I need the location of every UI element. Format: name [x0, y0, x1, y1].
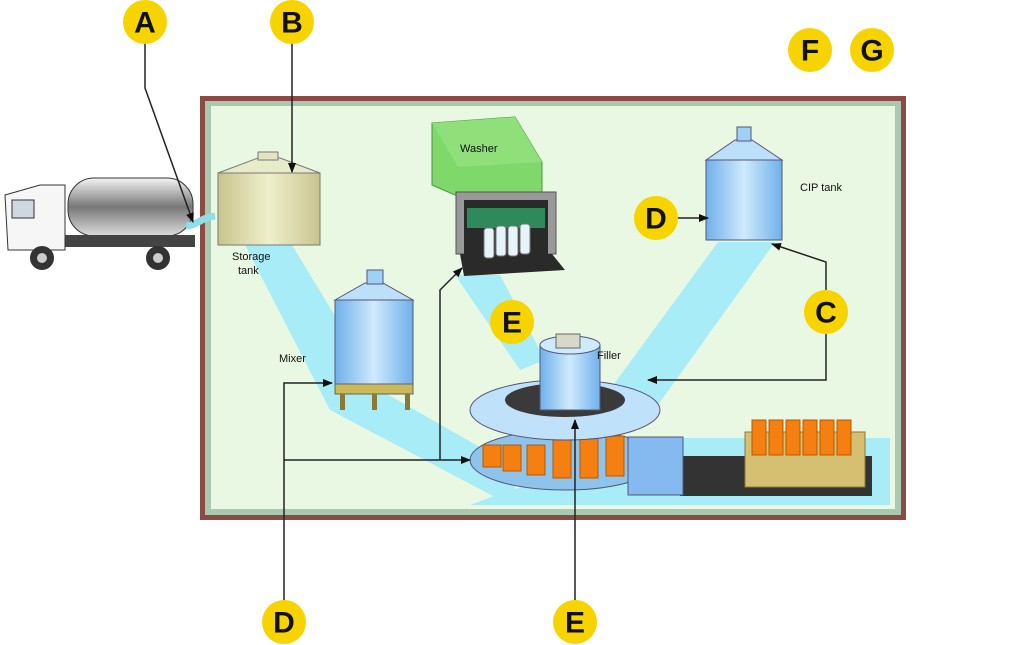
- badge-d-bottom: D: [262, 600, 306, 644]
- badge-c: C: [804, 290, 848, 334]
- badge-e-top: E: [490, 300, 534, 344]
- plant-frame: [200, 96, 906, 520]
- storage-tank-label-line2: tank: [238, 265, 259, 277]
- svg-text:E: E: [565, 607, 585, 640]
- filler-machine: Filler: [469, 333, 661, 491]
- badge-f: F: [788, 28, 832, 72]
- svg-text:F: F: [801, 35, 819, 68]
- badge-a: A: [123, 0, 167, 44]
- badge-g: G: [850, 28, 894, 72]
- washer-machine: Washer: [431, 116, 565, 276]
- tanker-truck: [4, 177, 216, 270]
- washer-label: Washer: [460, 143, 498, 155]
- svg-text:D: D: [273, 607, 295, 640]
- connector-lines: [144, 40, 827, 600]
- svg-text:E: E: [502, 307, 522, 340]
- storage-tank-label-line1: Storage: [232, 251, 271, 263]
- badge-d-top: D: [634, 196, 678, 240]
- svg-text:C: C: [815, 297, 837, 330]
- badge-b: B: [270, 0, 314, 44]
- mixer-tank: Mixer: [279, 269, 415, 410]
- badge-e-bottom: E: [553, 600, 597, 644]
- filler-label: Filler: [597, 350, 621, 362]
- svg-text:D: D: [645, 203, 667, 236]
- mixer-label: Mixer: [279, 353, 306, 365]
- conveyor: [627, 419, 872, 496]
- svg-text:G: G: [860, 35, 883, 68]
- svg-text:A: A: [134, 7, 156, 40]
- cip-tank: CIP tank: [704, 126, 842, 241]
- cip-tank-label: CIP tank: [800, 182, 842, 194]
- svg-text:B: B: [281, 7, 303, 40]
